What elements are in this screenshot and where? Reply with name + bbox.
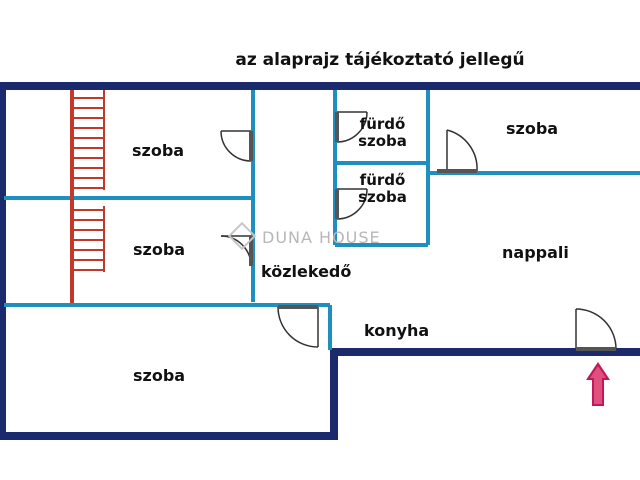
inner-walls	[4, 90, 640, 350]
furdoszoba-2-line2: szoba	[358, 188, 407, 206]
door-szoba-mid-left	[220, 235, 253, 267]
room-label-nappali: nappali	[502, 243, 569, 262]
furdoszoba-1-line2: szoba	[358, 132, 407, 150]
room-label-szoba-mid-left: szoba	[133, 240, 186, 259]
outer-walls	[0, 82, 640, 440]
door-entrance	[575, 308, 617, 351]
furdoszoba-1-line1: fürdő	[359, 115, 406, 133]
furdoszoba-2-line1: fürdő	[359, 171, 406, 189]
stairs	[70, 90, 105, 303]
entrance-arrow-icon	[586, 362, 610, 406]
room-label-szoba-top-left: szoba	[132, 141, 185, 160]
door-szoba-top-right	[437, 129, 478, 173]
room-label-furdoszoba-2: fürdő szoba	[350, 172, 415, 206]
door-furdo-2	[335, 188, 368, 220]
plan-disclaimer: az alaprajz tájékoztató jellegű	[235, 50, 525, 70]
room-label-kozlekedo: közlekedő	[261, 262, 352, 281]
watermark: DUNA HOUSE	[227, 221, 381, 251]
door-szoba-top-left	[220, 130, 253, 162]
outer-wall-bottom	[0, 86, 640, 440]
doors	[220, 111, 617, 351]
watermark-text: DUNA HOUSE	[262, 228, 381, 247]
room-label-furdoszoba-1: fürdő szoba	[350, 116, 415, 150]
room-label-szoba-bottom-left: szoba	[133, 366, 186, 385]
room-label-konyha: konyha	[364, 321, 430, 340]
door-kozlekedo	[277, 305, 319, 348]
door-furdo-1	[335, 111, 368, 143]
room-label-szoba-top-right: szoba	[506, 119, 559, 138]
duna-house-logo-icon	[227, 221, 257, 251]
